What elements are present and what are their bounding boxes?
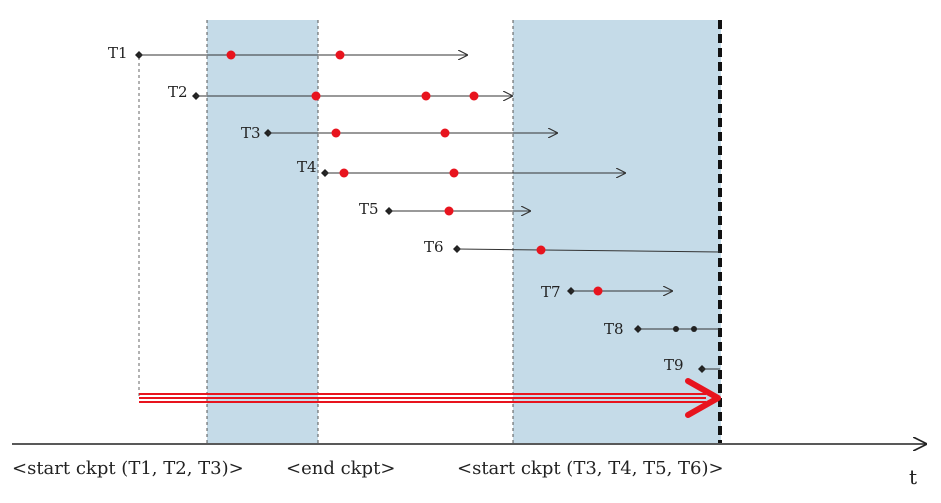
transaction-t6: T6 bbox=[424, 238, 721, 256]
checkpoint-region-1 bbox=[207, 20, 318, 443]
transaction-line bbox=[456, 248, 721, 253]
transaction-t7: T7 bbox=[541, 283, 672, 301]
write-dot bbox=[335, 50, 345, 60]
transaction-label-t5: T5 bbox=[359, 200, 379, 218]
caption-end-ckpt: <end ckpt> bbox=[286, 458, 395, 479]
checkpoint-region-2 bbox=[513, 20, 721, 443]
caption-start-ckpt-2: <start ckpt (T3, T4, T5, T6)> bbox=[457, 458, 724, 479]
write-dot bbox=[444, 206, 454, 216]
transaction-t2: T2 bbox=[168, 83, 512, 101]
transaction-label-t3: T3 bbox=[241, 124, 261, 142]
write-dot bbox=[440, 128, 450, 138]
transaction-t1: T1 bbox=[108, 44, 467, 62]
transaction-t5: T5 bbox=[359, 200, 530, 218]
write-dot bbox=[469, 91, 479, 101]
write-dot bbox=[311, 91, 321, 101]
write-dot bbox=[331, 128, 341, 138]
transaction-label-t1: T1 bbox=[108, 44, 128, 62]
write-dot bbox=[449, 168, 459, 178]
transaction-label-t2: T2 bbox=[168, 83, 188, 101]
transaction-label-t4: T4 bbox=[297, 158, 317, 176]
transaction-t8: T8 bbox=[604, 320, 720, 338]
write-dot bbox=[536, 245, 546, 255]
write-dot bbox=[421, 91, 431, 101]
log-dot bbox=[673, 326, 679, 332]
caption-start-ckpt-1: <start ckpt (T1, T2, T3)> bbox=[12, 458, 244, 479]
recovery-arrow bbox=[139, 378, 721, 418]
write-dot bbox=[593, 286, 603, 296]
transaction-label-t7: T7 bbox=[541, 283, 561, 301]
transaction-label-t9: T9 bbox=[664, 356, 684, 374]
write-dot bbox=[339, 168, 349, 178]
transaction-t4: T4 bbox=[297, 158, 625, 178]
transaction-t9: T9 bbox=[664, 356, 720, 374]
time-axis-label: t bbox=[909, 465, 917, 489]
log-dot bbox=[691, 326, 697, 332]
transaction-label-t8: T8 bbox=[604, 320, 624, 338]
transaction-t3: T3 bbox=[241, 124, 557, 142]
write-dot bbox=[226, 50, 236, 60]
transaction-label-t6: T6 bbox=[424, 238, 444, 256]
